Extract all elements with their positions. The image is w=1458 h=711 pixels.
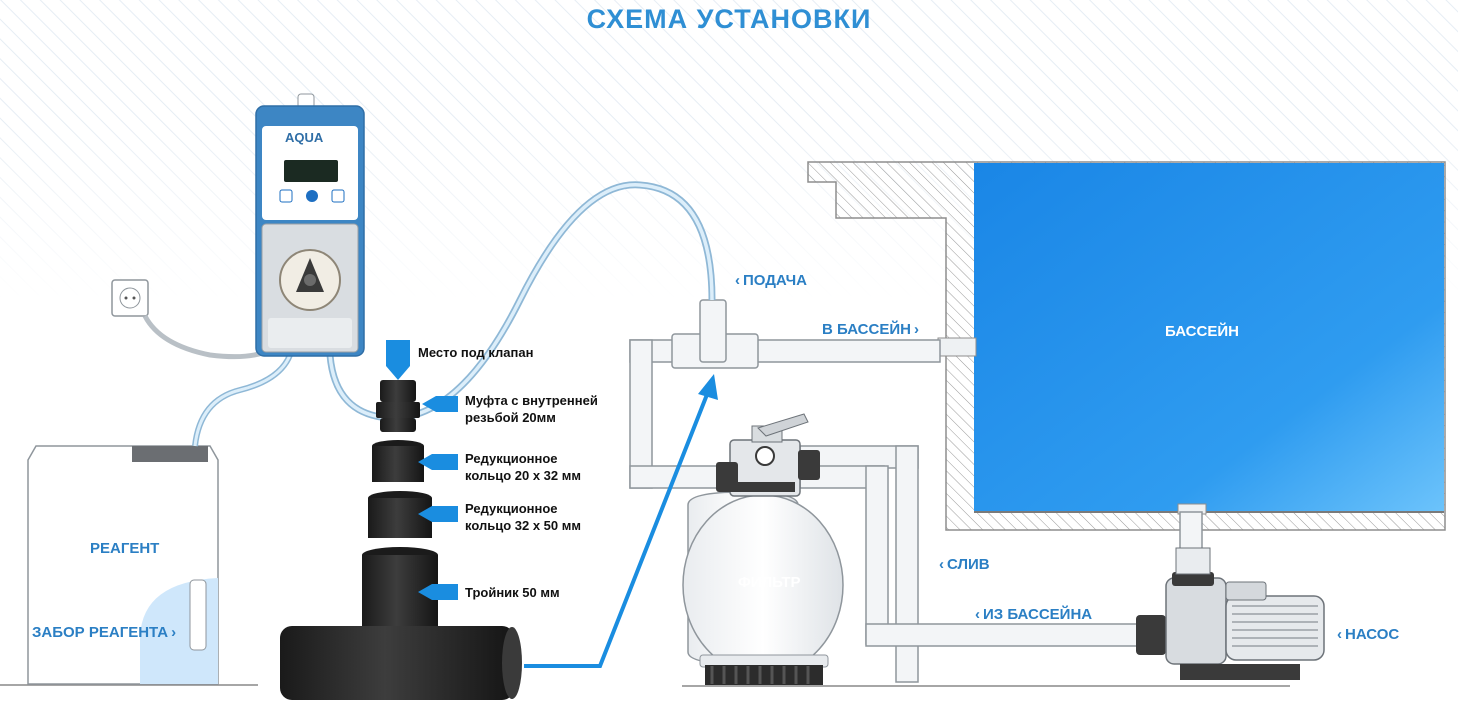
- injection-flow-arrow: [524, 374, 718, 668]
- to-pool-label: В БАССЕЙН›: [822, 321, 922, 338]
- reagent-label: РЕАГЕНТ: [90, 540, 160, 557]
- feed-label: ‹ПОДАЧА: [732, 272, 807, 289]
- drain-text: СЛИВ: [947, 556, 990, 573]
- page-title: СХЕМА УСТАНОВКИ: [586, 4, 872, 34]
- fittings: [280, 340, 522, 700]
- to-pool-text: В БАССЕЙН: [822, 321, 911, 338]
- chevron-right-icon: ›: [171, 624, 177, 641]
- drain-label: ‹СЛИВ: [936, 556, 990, 573]
- pump-text: НАСОС: [1345, 626, 1400, 643]
- reagent-intake-text: ЗАБОР РЕАГЕНТА: [32, 624, 169, 641]
- floor-lines: [0, 684, 1290, 687]
- pool-label: БАССЕЙН: [1165, 323, 1239, 340]
- wall-socket: [111, 279, 149, 317]
- dosing-pump-device: [255, 93, 365, 357]
- pool: [807, 161, 1446, 531]
- chevron-left-icon: ‹: [1337, 626, 1342, 643]
- filter-label: ФИЛЬТР: [738, 574, 801, 591]
- chevron-left-icon: ‹: [975, 606, 980, 623]
- chevron-left-icon: ‹: [735, 272, 740, 289]
- coupling-note-line2: резьбой 20мм: [465, 410, 556, 425]
- coupling-note: Муфта с внутренней резьбой 20мм: [465, 392, 598, 426]
- ring1-note: Редукционное кольцо 20 х 32 мм: [465, 450, 581, 484]
- pump-label: ‹НАСОС: [1334, 626, 1399, 643]
- valve-place-note: Место под клапан: [418, 345, 534, 360]
- reagent-canister: [27, 445, 219, 685]
- from-pool-label: ‹ИЗ БАССЕЙНА: [972, 606, 1092, 623]
- ring2-note-line1: Редукционное: [465, 501, 558, 516]
- pipes: [629, 299, 1203, 683]
- pointer-arrows: [418, 396, 458, 600]
- ring2-note-line2: кольцо 32 х 50 мм: [465, 518, 581, 533]
- chevron-left-icon: ‹: [939, 556, 944, 573]
- pump: [1136, 547, 1325, 680]
- tee-note: Тройник 50 мм: [465, 585, 560, 600]
- device-logo-text: AQUA: [285, 130, 324, 145]
- from-pool-text: ИЗ БАССЕЙНА: [983, 606, 1093, 623]
- ring1-note-line2: кольцо 20 х 32 мм: [465, 468, 581, 483]
- filter: [682, 413, 844, 685]
- feed-text: ПОДАЧА: [743, 272, 807, 289]
- ring2-note: Редукционное кольцо 32 х 50 мм: [465, 500, 581, 534]
- reagent-intake-label: ЗАБОР РЕАГЕНТА›: [32, 624, 179, 641]
- chevron-right-icon: ›: [913, 321, 919, 338]
- coupling-note-line1: Муфта с внутренней: [465, 393, 598, 408]
- pool-water: [974, 163, 1444, 511]
- tubes: [142, 181, 716, 447]
- ring1-note-line1: Редукционное: [465, 451, 558, 466]
